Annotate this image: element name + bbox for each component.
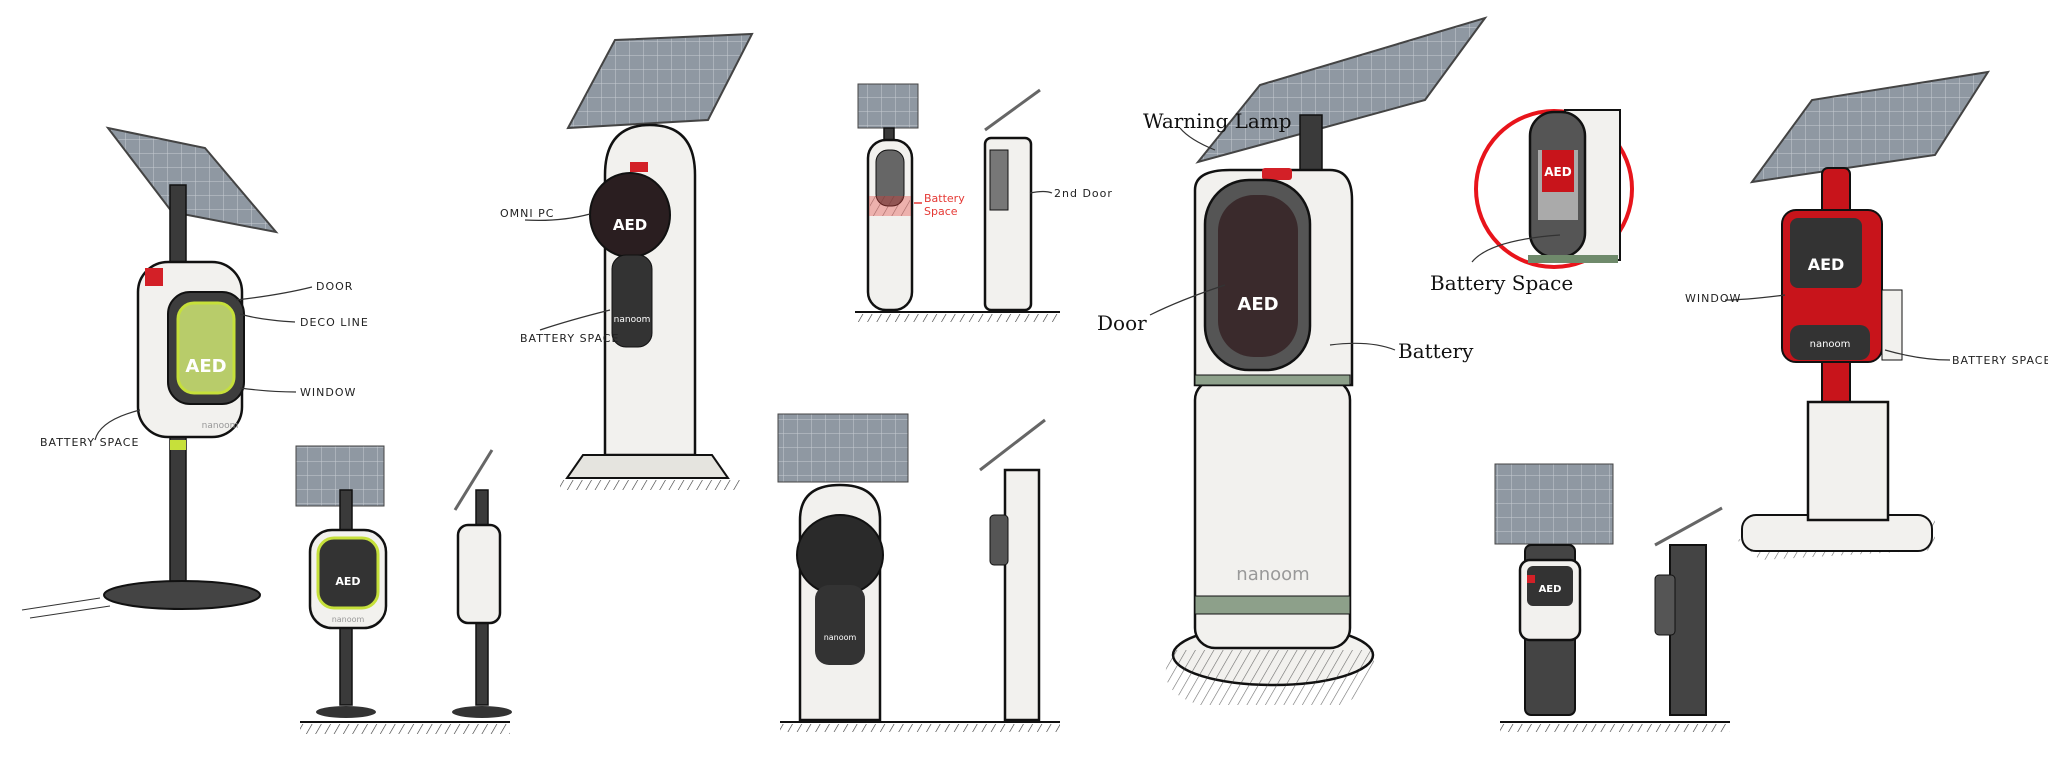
battery-space-detail: AED Battery Space [1430,109,1634,295]
aed-text: AED [1539,584,1562,595]
window [176,301,236,395]
aed-text: AED [613,216,647,234]
brand-text: nanoom [202,421,239,431]
solar-panel [1195,16,1488,164]
concept3-front-view: nanoom [777,413,909,722]
brand-text: nanoom [332,615,365,624]
warning-lamp [1262,168,1292,180]
concept1-kiosk: AED nanoom DOOR DECO LINE WINDOW BATTERY… [21,126,369,619]
concept-red-kiosk: AED nanoom WINDOW BATTERY SPACE [1685,70,2048,560]
concept-column-kiosk: AED nanoom Warning Lamp Door Battery [1097,16,1488,705]
brand-text: nanoom [614,315,651,325]
concept-red-side-view [1654,506,1723,716]
concept1-side-view [452,449,512,718]
aed-text: AED [1544,165,1571,179]
label-battery: Battery [1398,339,1474,363]
label-2nd-door: 2nd Door [1054,187,1113,200]
warning-lamp [630,162,648,172]
concept1-front-view: AED nanoom [295,445,388,718]
label-door: DOOR [316,280,353,293]
label-battery-space: Battery Space [1430,271,1573,295]
solar-panel [566,32,754,130]
label-window: WINDOW [1685,292,1741,305]
concept2-side-view: 2nd Door [983,88,1113,312]
brand-text: nanoom [1810,339,1851,350]
window [1790,218,1862,288]
door [589,172,671,258]
label-battery-space-red: Battery Space [924,192,965,218]
solar-panel [1749,70,1991,184]
base-plate [103,580,261,610]
label-window: WINDOW [300,386,356,399]
warning-lamp [145,268,163,286]
concept2-front-view [857,83,922,312]
label-deco-line: DECO LINE [300,316,369,329]
label-warning-lamp: Warning Lamp [1143,109,1292,133]
label-omni-pc: OMNI PC [500,207,554,220]
concept2-kiosk: AED nanoom OMNI PC BATTERY SPACE [500,32,754,490]
label-battery-space: BATTERY SPACE [1952,354,2048,367]
concept3-side-view [979,418,1046,722]
solar-panel [105,126,279,234]
label-battery-space: BATTERY SPACE [520,332,619,345]
label-battery-space-red-box: Battery Space [924,192,965,218]
label-door: Door [1097,311,1147,335]
concept-red-front-view: AED [1494,463,1614,716]
aed-text: AED [1808,255,1845,274]
aed-text: AED [1237,294,1278,315]
label-battery-space: BATTERY SPACE [40,436,139,449]
aed-text: AED [335,575,360,588]
brand-text: nanoom [824,633,857,642]
aed-text: AED [185,356,226,377]
brand-text: nanoom [1236,564,1309,585]
